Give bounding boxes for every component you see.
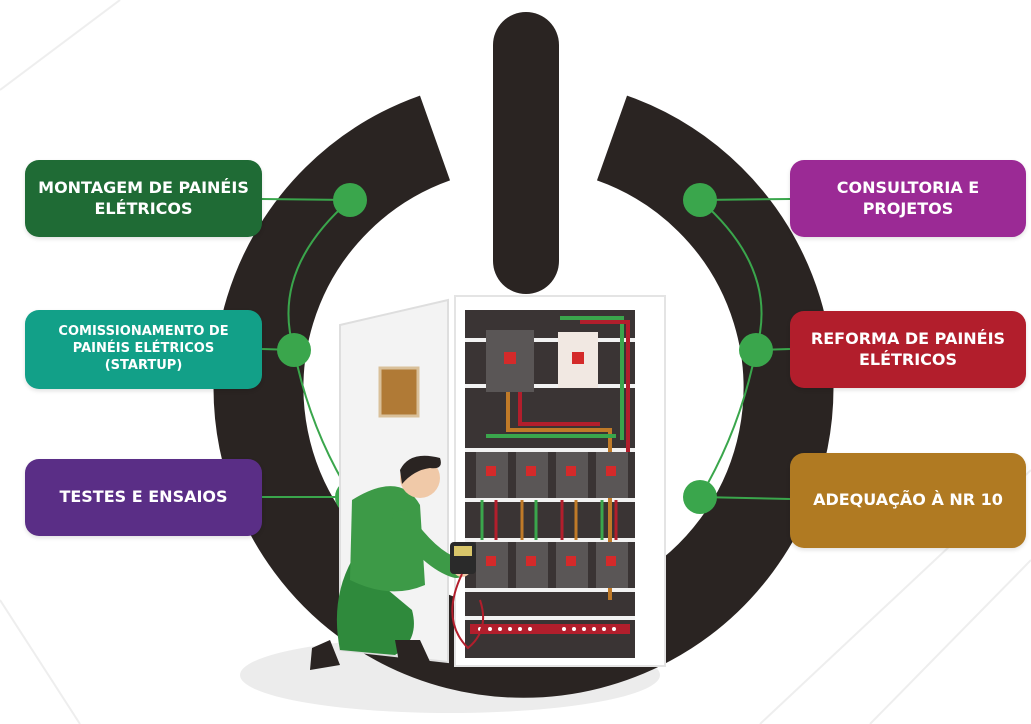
service-label: TESTES E ENSAIOS (59, 487, 228, 507)
service-label: ADEQUAÇÃO À NR 10 (813, 490, 1003, 510)
connector-dot (277, 333, 311, 367)
connector-dot (683, 183, 717, 217)
service-box-testes: TESTES E ENSAIOS (25, 459, 262, 536)
service-box-reforma: REFORMA DE PAINÉIS ELÉTRICOS (790, 311, 1026, 388)
service-box-comissionamento: COMISSIONAMENTO DE PAINÉIS ELÉTRICOS (ST… (25, 310, 262, 389)
connector-dot (683, 480, 717, 514)
power-bar-icon (493, 12, 559, 294)
service-box-adequacao: ADEQUAÇÃO À NR 10 (790, 453, 1026, 548)
service-label: CONSULTORIA E PROJETOS (836, 177, 980, 218)
service-label: MONTAGEM DE PAINÉIS ELÉTRICOS (38, 177, 249, 218)
service-label: COMISSIONAMENTO DE PAINÉIS ELÉTRICOS (ST… (58, 324, 229, 373)
connector-dot (333, 183, 367, 217)
connector-dot (739, 333, 773, 367)
technician-illustration (310, 455, 484, 670)
service-label: REFORMA DE PAINÉIS ELÉTRICOS (810, 328, 1006, 369)
service-box-consultoria: CONSULTORIA E PROJETOS (790, 160, 1026, 237)
service-box-montagem: MONTAGEM DE PAINÉIS ELÉTRICOS (25, 160, 262, 237)
